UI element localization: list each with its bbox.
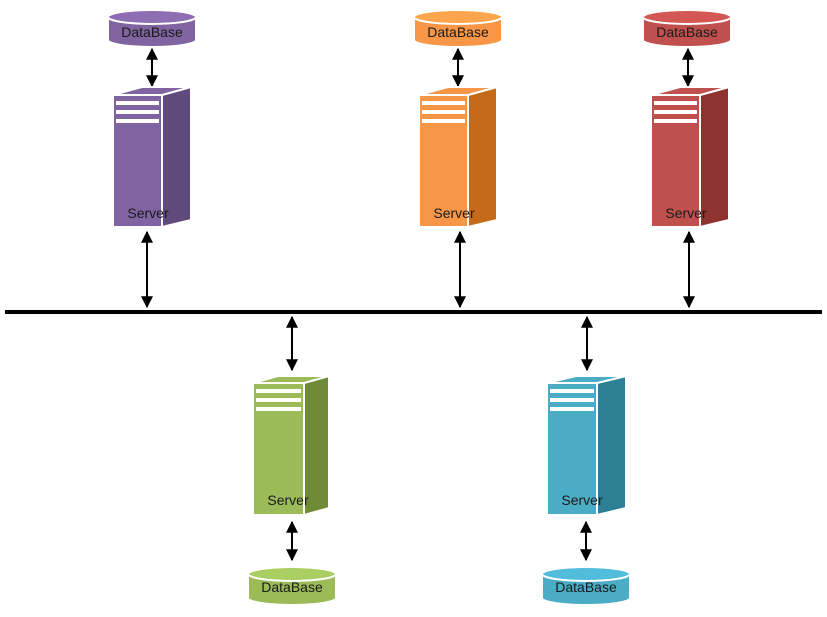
database-cylinder: DataBase bbox=[247, 566, 337, 606]
database-label: DataBase bbox=[427, 24, 489, 40]
server-label: Server bbox=[665, 205, 707, 221]
server-icon: Server bbox=[650, 85, 730, 229]
server-label: Server bbox=[127, 205, 169, 221]
server-label: Server bbox=[267, 492, 309, 508]
database-label: DataBase bbox=[555, 579, 617, 595]
node-red: DataBase Server bbox=[642, 9, 732, 309]
server-label: Server bbox=[433, 205, 475, 221]
database-label: DataBase bbox=[656, 24, 718, 40]
node-purple: DataBase Server bbox=[107, 9, 197, 309]
server-icon: Server bbox=[418, 85, 498, 229]
database-cylinder: DataBase bbox=[107, 9, 197, 48]
node-blue: Server DataBase bbox=[541, 315, 631, 606]
database-label: DataBase bbox=[121, 24, 183, 40]
node-orange: DataBase Server bbox=[413, 9, 503, 309]
database-label: DataBase bbox=[261, 579, 323, 595]
database-cylinder: DataBase bbox=[541, 566, 631, 606]
database-cylinder: DataBase bbox=[413, 9, 503, 48]
database-cylinder: DataBase bbox=[642, 9, 732, 48]
server-icon: Server bbox=[546, 374, 627, 517]
server-icon: Server bbox=[112, 85, 192, 229]
node-green: Server DataBase bbox=[247, 315, 337, 606]
server-icon: Server bbox=[252, 374, 330, 517]
server-label: Server bbox=[561, 492, 603, 508]
